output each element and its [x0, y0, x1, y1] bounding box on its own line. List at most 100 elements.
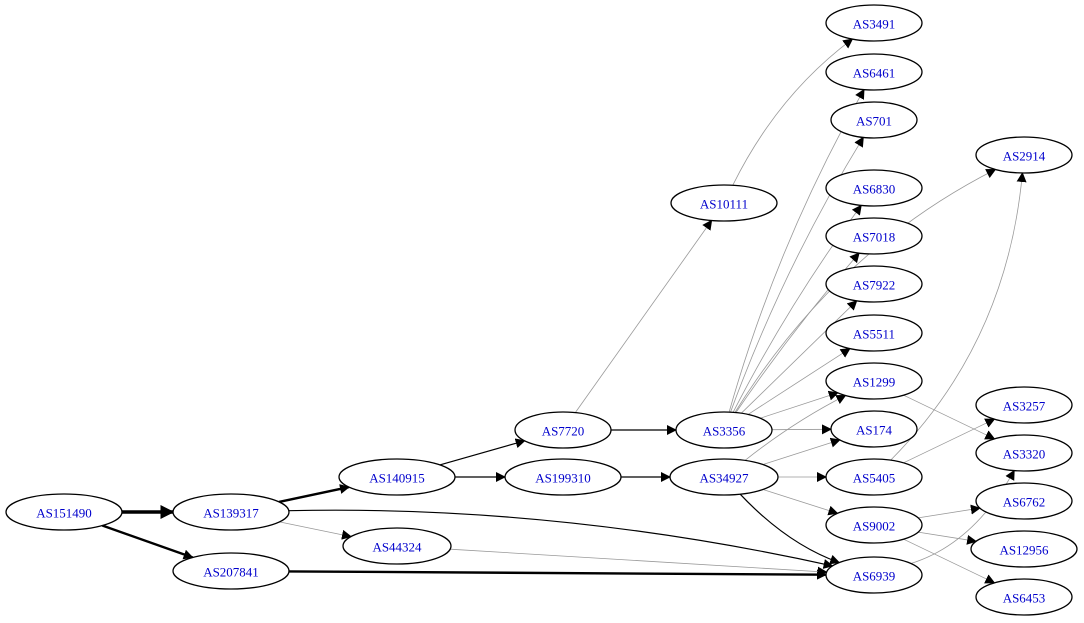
node-label: AS2914 [1003, 149, 1046, 164]
edge-AS10111-to-AS3491 [732, 38, 854, 186]
node-AS34927[interactable]: AS34927 [669, 458, 779, 496]
edge-AS139317-to-AS6939 [288, 509, 834, 569]
node-AS2914[interactable]: AS2914 [975, 136, 1073, 174]
node-AS140915[interactable]: AS140915 [338, 458, 456, 496]
node-AS139317[interactable]: AS139317 [172, 493, 290, 531]
edge-AS151490-to-AS207841 [101, 524, 194, 560]
edge-AS34927-to-AS9002 [762, 489, 839, 516]
edge-AS9002-to-AS6453 [903, 538, 996, 584]
edge-AS1299-to-AS3320 [903, 394, 996, 440]
node-ellipse [975, 482, 1073, 520]
node-label: AS9002 [853, 519, 896, 534]
node-ellipse [675, 411, 773, 449]
node-label: AS6461 [853, 66, 896, 81]
edge-AS9002-to-AS6762 [918, 504, 981, 519]
node-AS9002[interactable]: AS9002 [825, 506, 923, 544]
node-label: AS7018 [853, 230, 896, 245]
node-label: AS5511 [853, 327, 895, 342]
node-label: AS140915 [369, 471, 425, 486]
node-AS6461[interactable]: AS6461 [825, 53, 923, 91]
node-ellipse [825, 314, 923, 352]
node-AS207841[interactable]: AS207841 [172, 552, 290, 590]
node-label: AS207841 [203, 565, 259, 580]
node-label: AS10111 [700, 197, 748, 212]
node-ellipse [342, 527, 452, 565]
edge-AS7720-to-AS10111 [574, 219, 713, 413]
node-label: AS1299 [853, 375, 896, 390]
node-AS6762[interactable]: AS6762 [975, 482, 1073, 520]
node-AS199310[interactable]: AS199310 [504, 458, 622, 496]
node-ellipse [975, 136, 1073, 174]
edge-AS3356-to-AS5511 [747, 348, 851, 415]
node-ellipse [825, 556, 923, 594]
node-AS151490[interactable]: AS151490 [5, 493, 123, 531]
node-ellipse [825, 53, 923, 91]
node-ellipse [975, 386, 1073, 424]
node-ellipse [825, 362, 923, 400]
node-AS10111[interactable]: AS10111 [670, 184, 778, 222]
node-label: AS6939 [853, 569, 896, 584]
edge-AS44324-to-AS6939 [450, 548, 828, 577]
node-label: AS701 [856, 114, 892, 129]
edge-AS3356-to-AS1299 [760, 390, 839, 419]
node-AS7018[interactable]: AS7018 [825, 217, 923, 255]
node-ellipse [825, 265, 923, 303]
node-label: AS7922 [853, 278, 896, 293]
node-AS7922[interactable]: AS7922 [825, 265, 923, 303]
node-ellipse [830, 410, 918, 448]
node-ellipse [825, 217, 923, 255]
node-label: AS3491 [853, 17, 896, 32]
node-ellipse [669, 458, 779, 496]
node-AS3257[interactable]: AS3257 [975, 386, 1073, 424]
edge-AS3356-to-AS701 [730, 136, 864, 413]
node-label: AS34927 [699, 471, 749, 486]
node-label: AS6762 [1003, 495, 1046, 510]
node-label: AS6830 [853, 182, 896, 197]
edge-AS139317-to-AS44324 [279, 521, 352, 540]
node-AS6830[interactable]: AS6830 [825, 169, 923, 207]
node-AS6939[interactable]: AS6939 [825, 556, 923, 594]
node-ellipse [975, 578, 1073, 616]
node-ellipse [830, 101, 918, 139]
node-AS6453[interactable]: AS6453 [975, 578, 1073, 616]
edge-AS5405-to-AS2914 [890, 172, 1027, 461]
edge-AS9002-to-AS12956 [918, 531, 978, 545]
edge-AS140915-to-AS7720 [439, 438, 526, 466]
node-AS5405[interactable]: AS5405 [825, 458, 923, 496]
node-label: AS5405 [853, 471, 896, 486]
node-label: AS199310 [535, 471, 591, 486]
node-ellipse [825, 4, 923, 42]
edge-AS34927-to-AS1299 [744, 395, 847, 461]
node-ellipse [5, 493, 123, 531]
edge-AS139317-to-AS140915 [278, 484, 350, 504]
node-ellipse [172, 552, 290, 590]
node-label: AS174 [856, 423, 893, 438]
edge-AS34927-to-AS6939 [739, 493, 841, 565]
edge-AS34927-to-AS174 [762, 437, 841, 465]
node-AS701[interactable]: AS701 [830, 101, 918, 139]
node-label: AS3320 [1003, 447, 1046, 462]
node-label: AS3356 [703, 424, 746, 439]
node-label: AS139317 [203, 506, 259, 521]
node-AS12956[interactable]: AS12956 [970, 530, 1078, 568]
node-AS1299[interactable]: AS1299 [825, 362, 923, 400]
node-label: AS12956 [999, 543, 1049, 558]
node-AS3491[interactable]: AS3491 [825, 4, 923, 42]
node-ellipse [338, 458, 456, 496]
node-ellipse [825, 458, 923, 496]
node-AS3356[interactable]: AS3356 [675, 411, 773, 449]
node-ellipse [514, 411, 612, 449]
node-ellipse [825, 169, 923, 207]
node-label: AS7720 [542, 424, 585, 439]
node-label: AS3257 [1003, 399, 1046, 414]
node-AS3320[interactable]: AS3320 [975, 434, 1073, 472]
node-AS44324[interactable]: AS44324 [342, 527, 452, 565]
edge-AS207841-to-AS6939 [288, 569, 827, 580]
node-AS174[interactable]: AS174 [830, 410, 918, 448]
node-AS5511[interactable]: AS5511 [825, 314, 923, 352]
node-label: AS151490 [36, 506, 92, 521]
node-AS7720[interactable]: AS7720 [514, 411, 612, 449]
node-ellipse [970, 530, 1078, 568]
